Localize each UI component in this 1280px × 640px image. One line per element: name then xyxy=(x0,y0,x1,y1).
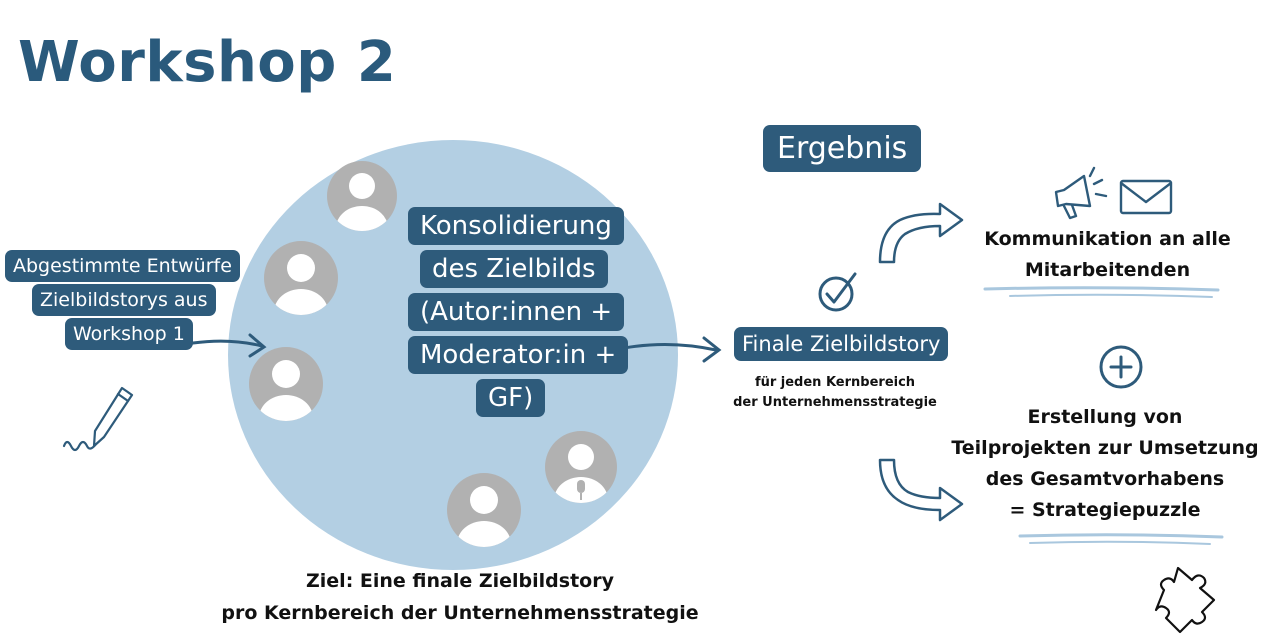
center-box-line-2: des Zielbilds xyxy=(420,250,608,288)
subprojects-line-3: des Gesamtvorhabens xyxy=(985,468,1225,490)
communication-line-2: Mitarbeitenden xyxy=(1024,259,1191,281)
arrow-icon xyxy=(878,458,964,522)
final-story-label: Finale Zielbildstory xyxy=(734,327,949,361)
center-box-line-3: (Autor:innen + xyxy=(408,293,625,331)
input-label-line-1: Abgestimmte Entwürfe xyxy=(5,250,240,282)
envelope-icon xyxy=(1119,179,1173,215)
communication-text: Kommunikation an alle Mitarbeitenden xyxy=(980,224,1235,286)
center-box-line-1: Konsolidierung xyxy=(408,207,624,245)
center-box-line-5: GF) xyxy=(476,379,546,417)
arrow-icon xyxy=(191,333,267,358)
arrow-icon xyxy=(878,202,964,264)
goal-text: Ziel: Eine finale Zielbildstory pro Kern… xyxy=(200,565,720,629)
final-story-sub-line-1: für jeden Kernbereich xyxy=(754,375,916,390)
arrow-icon xyxy=(622,336,722,363)
result-header: Ergebnis xyxy=(763,125,922,172)
communication-line-1: Kommunikation an alle xyxy=(984,228,1231,250)
final-story-subtitle: für jeden Kernbereich der Unternehmensst… xyxy=(720,373,950,413)
final-story-sub-line-2: der Unternehmensstrategie xyxy=(733,395,937,410)
puzzle-icon xyxy=(1154,566,1216,634)
subprojects-text: Erstellung von Teilprojekten zur Umsetzu… xyxy=(945,402,1265,526)
subprojects-line-2: Teilprojekten zur Umsetzung xyxy=(951,437,1259,459)
goal-line-1: Ziel: Eine finale Zielbildstory xyxy=(306,570,614,592)
person-icon xyxy=(249,347,323,421)
underline-decoration xyxy=(1018,533,1224,545)
input-label-line-2: Zielbildstorys aus xyxy=(32,284,216,316)
pen-icon xyxy=(62,386,134,452)
person-icon xyxy=(447,473,521,547)
plus-icon xyxy=(1099,345,1143,389)
megaphone-icon xyxy=(1054,166,1108,220)
checkmark-icon xyxy=(818,272,857,312)
person-icon xyxy=(264,241,338,315)
microphone-person-icon xyxy=(545,431,617,503)
subprojects-line-1: Erstellung von xyxy=(1027,406,1183,428)
goal-line-2: pro Kernbereich der Unternehmensstrategi… xyxy=(221,602,699,624)
page-title: Workshop 2 xyxy=(18,30,397,95)
subprojects-line-4: = Strategiepuzzle xyxy=(1009,499,1201,521)
person-icon xyxy=(327,161,397,231)
input-label-line-3: Workshop 1 xyxy=(65,318,193,350)
center-box-line-4: Moderator:in + xyxy=(408,336,629,374)
underline-decoration xyxy=(983,286,1220,298)
